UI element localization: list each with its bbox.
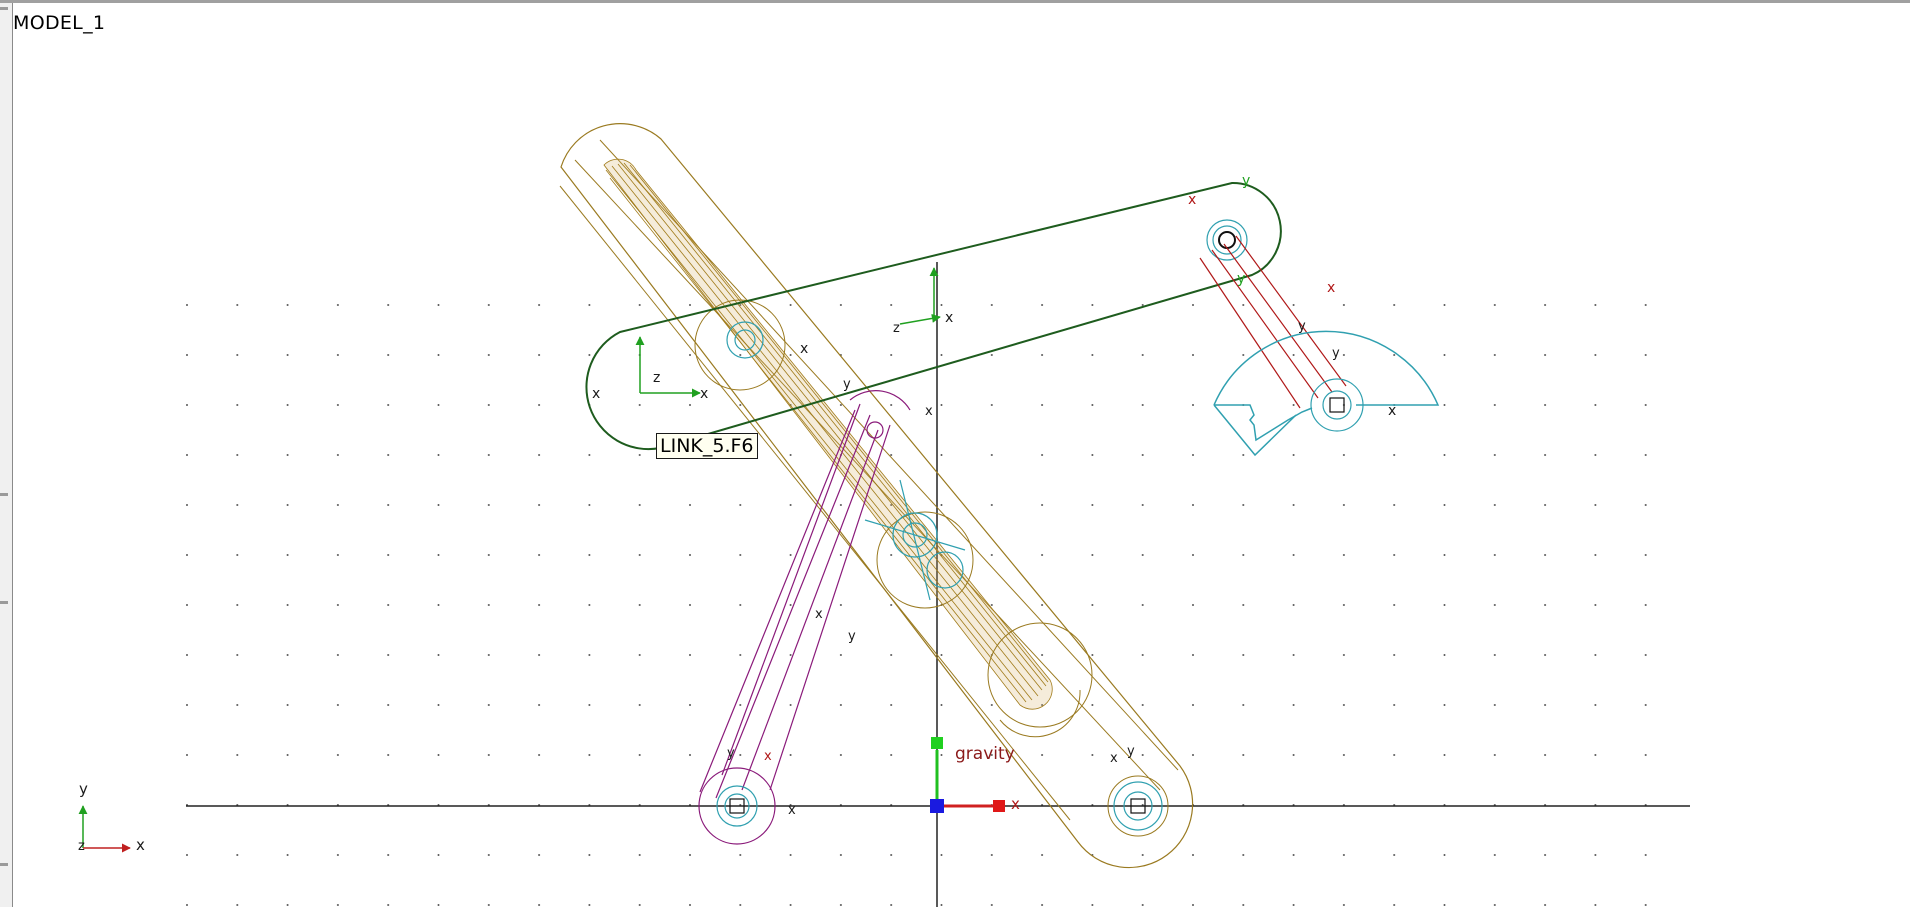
svg-text:x: x: [1011, 795, 1020, 813]
link-5-body[interactable]: [559, 123, 1194, 869]
svg-text:y: y: [1332, 346, 1340, 361]
svg-text:y: y: [1298, 319, 1306, 334]
svg-text:x: x: [1327, 280, 1335, 296]
model-name-label: MODEL_1: [13, 12, 106, 34]
strip-tick: [0, 863, 8, 866]
svg-text:x: x: [925, 404, 933, 419]
svg-text:x: x: [788, 803, 796, 818]
link-5-shaft: [603, 158, 1053, 710]
svg-text:y: y: [843, 377, 851, 392]
grid-dots: [186, 300, 1691, 907]
svg-text:y: y: [1127, 744, 1135, 759]
svg-text:x: x: [1388, 403, 1396, 419]
gravity-vector: gravity: [931, 737, 1015, 806]
view-triad-z: z: [78, 839, 85, 854]
svg-text:x: x: [592, 386, 600, 402]
svg-text:y: y: [727, 746, 735, 761]
svg-text:y: y: [1242, 173, 1250, 189]
view-triad-x: x: [136, 836, 145, 854]
gravity-label: gravity: [955, 744, 1015, 764]
purple-link-body[interactable]: y x x y: [698, 377, 933, 845]
rotation-fan: [1213, 330, 1440, 457]
view-triad: y x z: [78, 780, 145, 854]
joint-left-upper[interactable]: x: [726, 321, 808, 359]
svg-text:z: z: [653, 370, 660, 386]
red-link-body[interactable]: x y: [1199, 235, 1347, 409]
svg-text:y: y: [848, 629, 856, 644]
svg-text:x: x: [1188, 192, 1196, 208]
view-triad-y: y: [79, 780, 88, 798]
strip-tick: [0, 493, 8, 496]
svg-text:x: x: [815, 607, 823, 622]
center-joint[interactable]: [864, 479, 966, 601]
green-triad-center: x z: [893, 267, 953, 336]
upper-right-joint[interactable]: x y y: [1188, 173, 1250, 287]
svg-text:y: y: [1237, 271, 1245, 287]
window-top-border: [0, 0, 1910, 3]
svg-text:x: x: [945, 310, 953, 326]
svg-text:x: x: [700, 386, 708, 402]
link-5-circles: [694, 299, 1169, 837]
right-joint[interactable]: x y: [1310, 346, 1396, 432]
svg-text:z: z: [893, 321, 900, 336]
strip-tick: [0, 601, 8, 604]
svg-text:x: x: [800, 341, 808, 357]
green-triad-left: z x x: [592, 336, 708, 402]
hover-tooltip: LINK_5.F6: [656, 433, 758, 459]
bottom-left-joint[interactable]: y x x: [716, 746, 796, 827]
svg-text:x: x: [1110, 751, 1118, 766]
svg-text:x: x: [764, 749, 772, 764]
bottom-right-joint[interactable]: x y: [1110, 744, 1163, 831]
origin-triad: x: [930, 795, 1020, 813]
strip-tick: [0, 7, 8, 10]
left-toolbar-strip[interactable]: [0, 3, 13, 907]
